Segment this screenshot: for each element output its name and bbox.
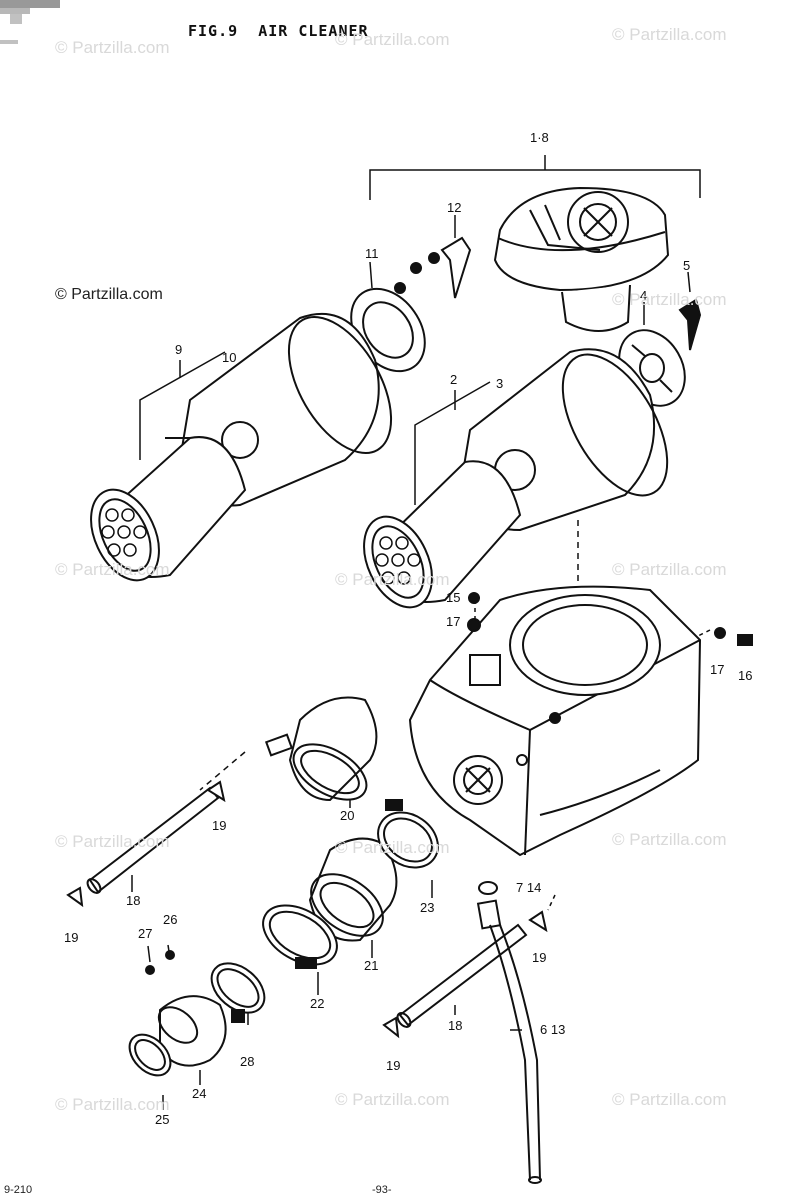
left-filter-assembly: [90, 312, 393, 582]
callout-18-b: 18: [448, 1018, 463, 1033]
callout-5: 5: [683, 258, 691, 273]
watermark: © Partzilla.com: [55, 286, 163, 303]
footer-left: 9-210: [4, 1184, 33, 1196]
callout-16: 16: [738, 668, 753, 683]
callout-26: 26: [163, 912, 178, 927]
callout-25: 25: [155, 1112, 170, 1127]
callout-20: 20: [340, 808, 355, 823]
callout-28: 28: [240, 1054, 255, 1069]
hose-18-right: [396, 923, 528, 1028]
callout-17-left: 17: [446, 614, 461, 629]
air-cleaner-cap: [493, 186, 670, 332]
callout-19-c: 19: [532, 950, 547, 965]
callout-4: 4: [640, 288, 648, 303]
callout-22: 22: [310, 996, 325, 1011]
figure-title: FIG.9 AIR CLEANER: [188, 22, 369, 40]
bolts: [467, 592, 753, 646]
callout-10: 10: [222, 350, 237, 365]
callout-23: 23: [420, 900, 435, 915]
callout-7-14: 7 14: [516, 880, 542, 895]
callout-19-a: 19: [212, 818, 227, 833]
callout-27: 27: [138, 926, 153, 941]
right-filter-assembly: [363, 348, 669, 609]
watermark: © Partzilla.com: [335, 838, 450, 857]
drain-tube: [476, 881, 542, 1184]
callout-1-8: 1·8: [530, 130, 549, 145]
duct-20: [264, 696, 378, 802]
callout-19-d: 19: [386, 1058, 401, 1073]
watermark: © Partzilla.com: [55, 1095, 170, 1114]
scan-noise: [0, 0, 60, 44]
watermark: © Partzilla.com: [612, 1090, 727, 1109]
parts-24-28: [128, 950, 266, 1077]
callout-9: 9: [175, 342, 183, 357]
leader-lines: [131, 155, 711, 1110]
watermark: © Partzilla.com: [612, 25, 727, 44]
callout-2: 2: [450, 372, 458, 387]
watermark: © Partzilla.com: [335, 1090, 450, 1109]
callout-17-right: 17: [710, 662, 725, 677]
watermark: © Partzilla.com: [612, 290, 727, 309]
hose-18-left: [86, 786, 220, 894]
callout-21: 21: [364, 958, 379, 973]
clip-5: [678, 298, 702, 351]
callout-19-b: 19: [64, 930, 79, 945]
watermark: © Partzilla.com: [612, 560, 727, 579]
watermark: © Partzilla.com: [55, 38, 170, 57]
footer-page-number: -93-: [372, 1184, 392, 1196]
watermark: © Partzilla.com: [335, 30, 450, 49]
watermark: © Partzilla.com: [612, 830, 727, 849]
callout-15: 15: [446, 590, 461, 605]
callout-3: 3: [496, 376, 504, 391]
clip-12: [394, 236, 472, 299]
callout-11: 11: [365, 246, 379, 261]
watermark: © Partzilla.com: [55, 832, 170, 851]
callout-24: 24: [192, 1086, 207, 1101]
clamp-23: [377, 799, 439, 869]
air-cleaner-case: [408, 585, 702, 857]
watermark: © Partzilla.com: [55, 560, 170, 579]
callout-6-13: 6 13: [540, 1022, 566, 1037]
callout-18-a: 18: [126, 893, 141, 908]
clamp-22: [262, 904, 338, 969]
duct-21: [308, 837, 398, 942]
clips-19: [66, 780, 548, 1039]
callout-12: 12: [447, 200, 462, 215]
watermark: © Partzilla.com: [335, 570, 450, 589]
